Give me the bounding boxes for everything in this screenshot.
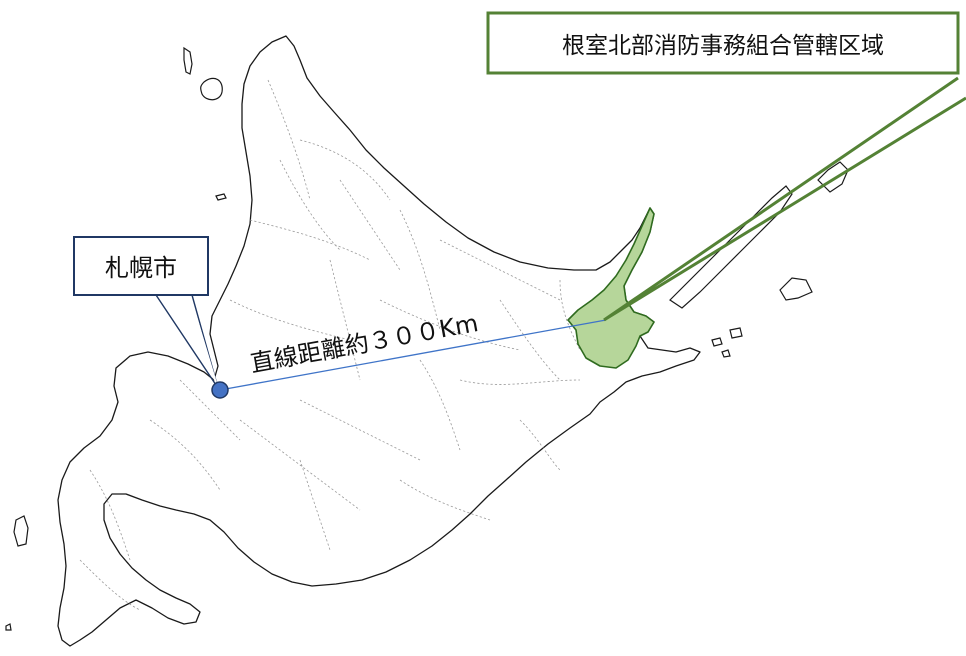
distance-line — [219, 319, 607, 391]
small-islet-south — [5, 623, 12, 631]
municipal-borders — [79, 79, 581, 611]
district-label-box — [486, 11, 960, 75]
district-label: 根室北部消防事務組合管轄区域 — [562, 33, 884, 59]
district-callout-pointer — [603, 76, 966, 322]
city-label: 札幌市 — [105, 254, 177, 282]
okushiri-island — [13, 515, 29, 547]
habomai-islets — [711, 327, 743, 358]
shikotan-island — [779, 277, 813, 301]
city-label-box — [73, 236, 209, 296]
sapporo-marker — [211, 381, 229, 399]
city-callout-fill-patch — [158, 293, 218, 386]
nemuro-north-fire-district — [567, 207, 655, 369]
teuri-island — [215, 193, 227, 201]
rishiri-island — [200, 77, 223, 101]
rebun-island — [183, 46, 193, 75]
